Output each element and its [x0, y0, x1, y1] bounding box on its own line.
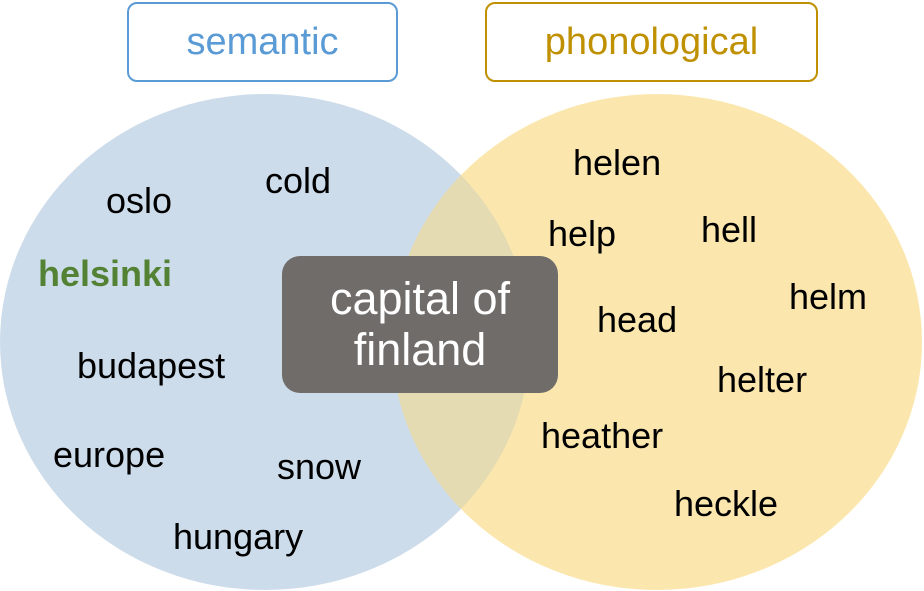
phonological-word-helm: helm: [789, 276, 868, 317]
phonological-label: phonological: [544, 20, 759, 63]
phonological-word-helen: helen: [573, 142, 662, 183]
center-concept-box: capital of finland: [282, 256, 558, 393]
phonological-label-box: phonological: [485, 2, 818, 82]
semantic-circle: [0, 94, 530, 590]
center-concept-line-1: capital of: [329, 273, 511, 325]
semantic-word-cold: cold: [265, 160, 332, 201]
center-concept-line-2: finland: [353, 323, 487, 375]
phonological-word-heather: heather: [541, 415, 664, 456]
phonological-word-help: help: [548, 213, 617, 254]
phonological-word-hell: hell: [701, 209, 758, 250]
semantic-word-oslo: oslo: [106, 180, 173, 221]
phonological-word-head: head: [597, 299, 678, 340]
semantic-word-hungary: hungary: [173, 516, 304, 557]
semantic-word-helsinki-highlighted: helsinki: [38, 253, 173, 294]
phonological-word-heckle: heckle: [674, 483, 779, 524]
phonological-circle: [392, 94, 922, 590]
semantic-word-snow: snow: [277, 446, 362, 487]
semantic-word-budapest: budapest: [77, 345, 226, 386]
semantic-label: semantic: [186, 20, 339, 63]
phonological-word-helter: helter: [717, 359, 808, 400]
semantic-word-europe: europe: [53, 434, 166, 475]
semantic-label-box: semantic: [127, 2, 398, 82]
